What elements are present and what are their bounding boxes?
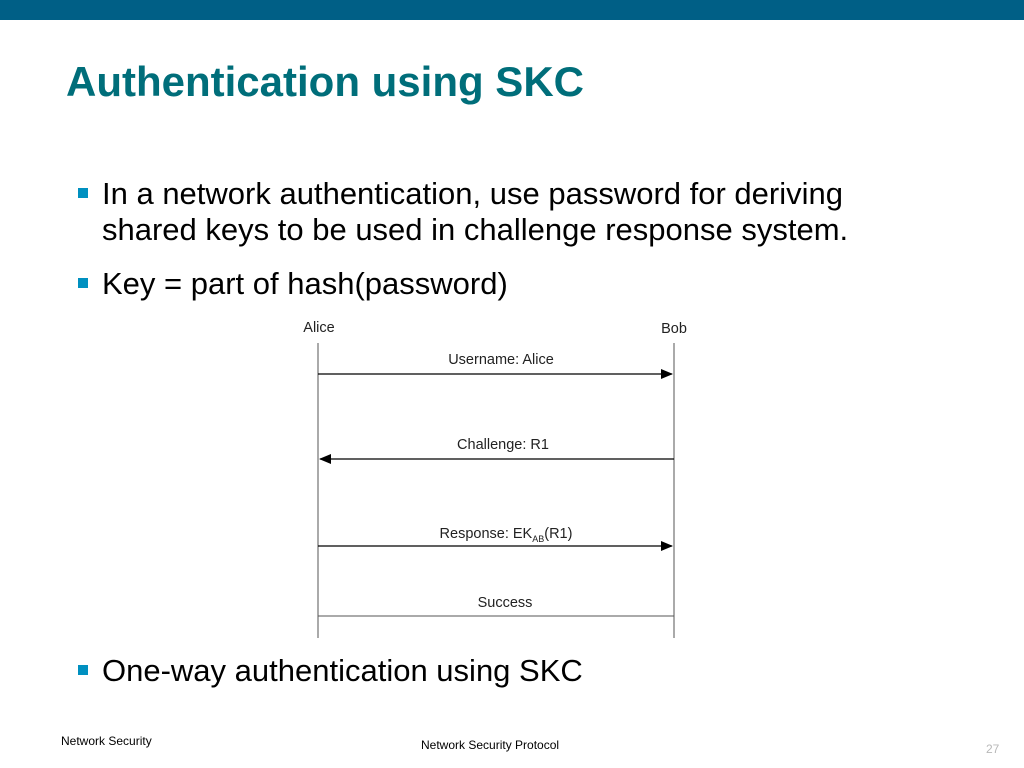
bullet-text: Key = part of hash(password) bbox=[102, 266, 508, 301]
message-label: Challenge: R1 bbox=[457, 437, 549, 453]
bullet-item: Key = part of hash(password) bbox=[78, 266, 978, 302]
square-bullet-icon bbox=[78, 665, 88, 675]
slide-title: Authentication using SKC bbox=[66, 58, 584, 105]
top-accent-bar bbox=[0, 0, 1024, 20]
bullet-text: One-way authentication using SKC bbox=[102, 653, 583, 688]
bullet-line: In a network authentication, use passwor… bbox=[102, 176, 843, 211]
bob-label: Bob bbox=[661, 321, 687, 337]
sequence-diagram: Alice Bob Username: Alice Challenge: R1 … bbox=[290, 310, 710, 650]
bullet-item: In a network authentication, use passwor… bbox=[78, 176, 978, 248]
page-number: 27 bbox=[986, 742, 1000, 756]
square-bullet-icon bbox=[78, 278, 88, 288]
message-label: Response: EKAB(R1) bbox=[440, 526, 573, 544]
bullet-item: One-way authentication using SKC bbox=[78, 653, 978, 689]
message-label-subscript: AB bbox=[532, 534, 544, 544]
message-label: Success bbox=[478, 595, 533, 611]
message-label-prefix: Response: EK bbox=[440, 526, 533, 542]
alice-label: Alice bbox=[303, 320, 334, 336]
footer-center-text: Network Security Protocol bbox=[421, 738, 560, 752]
message-label-suffix: (R1) bbox=[544, 526, 572, 542]
sequence-diagram-canvas: Alice Bob Username: Alice Challenge: R1 … bbox=[303, 320, 687, 638]
footer-left-text: Network Security bbox=[61, 734, 152, 748]
bullet-text: In a network authentication, use passwor… bbox=[102, 176, 848, 248]
square-bullet-icon bbox=[78, 188, 88, 198]
bullet-line: shared keys to be used in challenge resp… bbox=[102, 212, 849, 247]
message-label: Username: Alice bbox=[448, 352, 554, 368]
